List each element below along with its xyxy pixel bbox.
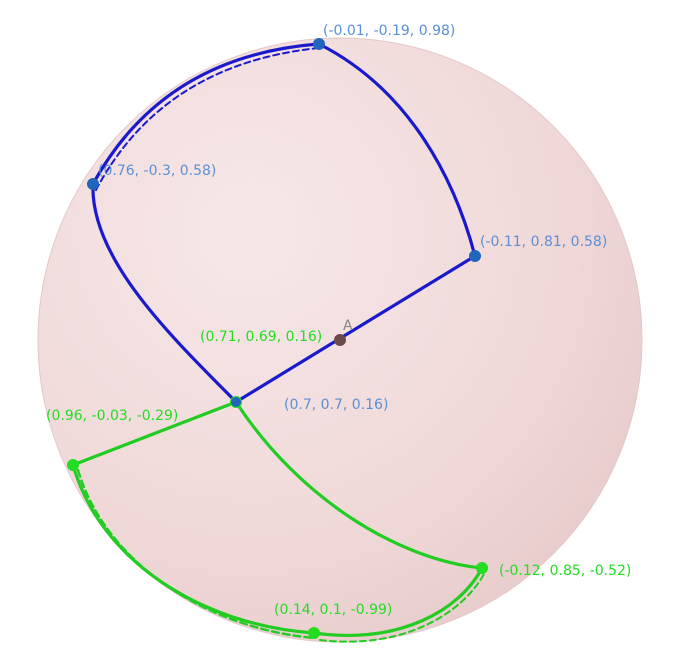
- green-arc-b4-g2: [234, 400, 484, 570]
- green-point-g3-label: (0.14, 0.1, -0.99): [274, 602, 392, 618]
- blue-point-b1[interactable]: [313, 38, 325, 50]
- blue-curves: [91, 42, 477, 404]
- blue-line-b4-b3: [234, 254, 477, 404]
- blue-point-b2[interactable]: [87, 178, 99, 190]
- blue-point-b2-label: (0.76, -0.3, 0.58): [98, 163, 216, 179]
- green-arc-g3-g2: [312, 566, 484, 637]
- blue-arc-b2-b4: [91, 182, 238, 404]
- blue-point-b4[interactable]: [231, 397, 241, 407]
- green-point-g3[interactable]: [308, 627, 320, 639]
- center-point-a-label: A: [343, 318, 353, 334]
- blue-point-b3-label: (-0.11, 0.81, 0.58): [480, 234, 607, 250]
- green-point-g1[interactable]: [67, 459, 79, 471]
- blue-arc-b1-b3: [317, 42, 477, 258]
- green-arc-g1-g3: [71, 463, 316, 635]
- green-point-g2-label: (-0.12, 0.85, -0.52): [499, 563, 631, 579]
- green-arc-g3-g2-dashed: [319, 573, 485, 643]
- green-curves: [71, 400, 485, 643]
- center-point-a[interactable]: [334, 334, 346, 346]
- green-point-g1-label: (0.96, -0.03, -0.29): [46, 408, 178, 424]
- blue-point-b1-label: (-0.01, -0.19, 0.98): [323, 23, 455, 39]
- blue-arc-b2-b1: [91, 42, 321, 186]
- green-point-g2[interactable]: [476, 562, 488, 574]
- blue-arc-b2-b1-dashed: [95, 47, 320, 191]
- blue-point-b3[interactable]: [469, 250, 481, 262]
- blue-point-b4-label: (0.7, 0.7, 0.16): [284, 397, 388, 413]
- green-point-g0-label: (0.71, 0.69, 0.16): [200, 329, 322, 345]
- green-arc-g1-g3-dashed: [76, 468, 316, 640]
- green-line-g1-b4: [71, 400, 238, 467]
